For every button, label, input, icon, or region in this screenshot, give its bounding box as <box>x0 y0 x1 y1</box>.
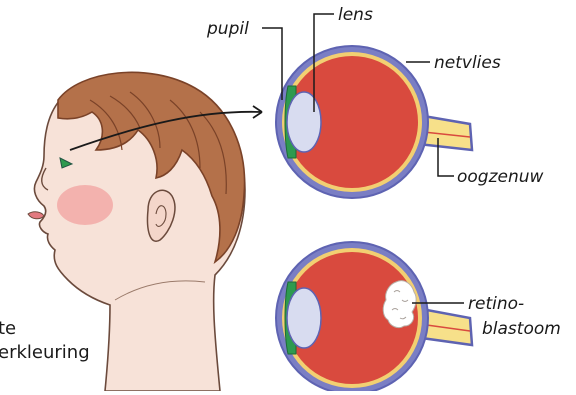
retina-label: netvlies <box>434 55 501 72</box>
lens <box>287 92 321 152</box>
lens-label: lens <box>338 7 373 24</box>
cheek <box>57 185 113 225</box>
tumor-label-line1: retino- <box>468 296 524 313</box>
lens-2 <box>287 288 321 348</box>
pupil-leader <box>262 28 282 100</box>
tumor-eye <box>276 242 472 391</box>
tumor-label-line2: blastoom <box>482 321 561 338</box>
caption-fragment-2: erkleuring <box>0 344 90 362</box>
tumor <box>383 281 416 328</box>
mouth <box>28 212 44 219</box>
optic-nerve-label: oogzenuw <box>457 169 543 186</box>
caption-fragment-1: te <box>0 320 16 338</box>
pupil-label: pupil <box>207 21 249 38</box>
